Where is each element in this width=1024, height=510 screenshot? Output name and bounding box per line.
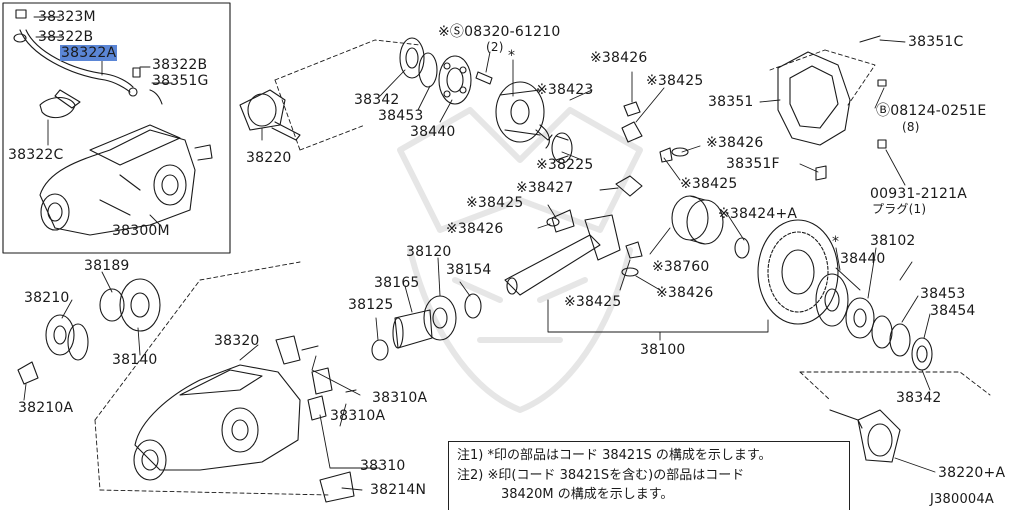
part-38426-b-label: ※38426 — [706, 135, 764, 151]
washer-38424 — [734, 237, 750, 259]
part-38310a-1-label: 38310A — [372, 390, 428, 406]
part-38220-label: 38220 — [246, 150, 292, 166]
part-38120-label: 38120 — [406, 244, 452, 260]
kit-marker-right: * — [832, 234, 840, 250]
part-38210a-label: 38210A — [18, 400, 74, 416]
part-38440-right-label: 38440 — [840, 251, 886, 267]
shims-right — [871, 315, 933, 371]
part-38214n-label: 38214N — [370, 482, 427, 498]
diff-case-top — [495, 81, 553, 149]
companion-flange — [17, 314, 89, 385]
notes-box: 注1) *印の部品はコード 38421S の構成を示します。 注2) ※印(コー… — [448, 441, 850, 510]
part-38425-c-label: ※38425 — [466, 195, 524, 211]
part-38425-b-label: ※38425 — [680, 176, 738, 192]
part-38427-label: ※38427 — [516, 180, 574, 196]
part-38225-label: ※38225 — [536, 157, 594, 173]
part-38423-label: ※38423 — [536, 82, 594, 98]
part-38453-top-label: 38453 — [378, 108, 424, 124]
part-38760-label: ※38760 — [652, 259, 710, 275]
differential-assembly-inset — [39, 124, 213, 236]
leader-lines-inset — [33, 16, 173, 226]
part-38310a-2-label: 38310A — [330, 408, 386, 424]
part-38342-right-label: 38342 — [896, 390, 942, 406]
part-38189-label: 38189 — [84, 258, 130, 274]
part-38154-label: 38154 — [446, 262, 492, 278]
plug-qty-label: プラグ(1) — [872, 202, 927, 216]
bolt-08320-label: ※Ⓢ08320-61210 — [438, 24, 561, 40]
part-38323m-label: 38323M — [38, 9, 96, 25]
bearing-38440-right — [845, 297, 875, 339]
plug-00931-label: 00931-2121A — [870, 186, 967, 202]
part-38453-right-label: 38453 — [920, 286, 966, 302]
kit-marker-top: * — [508, 48, 516, 64]
part-38425-a-label: ※38425 — [646, 73, 704, 89]
part-38310-label: 38310 — [360, 458, 406, 474]
breather-hose — [13, 9, 163, 105]
part-38210-label: 38210 — [24, 290, 70, 306]
bearing-caps — [275, 335, 357, 503]
part-38351c-label: 38351C — [908, 34, 964, 50]
diagram-id: J380004A — [930, 492, 994, 507]
part-38165-label: 38165 — [374, 275, 420, 291]
spacer-38165 — [392, 309, 433, 349]
oil-seal-38189 — [99, 278, 161, 332]
part-38322a-label[interactable]: 38322A — [60, 45, 118, 61]
part-38426-c-label: ※38426 — [446, 221, 504, 237]
part-38140-label: 38140 — [112, 352, 158, 368]
part-38440-top-label: 38440 — [410, 124, 456, 140]
part-38322b-top-label: 38322B — [38, 29, 94, 45]
leader-lines-main — [23, 39, 936, 491]
part-38300m-label: 38300M — [112, 223, 170, 239]
part-38426-d-label: ※38426 — [656, 285, 714, 301]
note-2-line-2: 38420M の構成を示します。 — [501, 487, 674, 502]
part-38351f-label: 38351F — [726, 156, 780, 172]
part-38426-a-label: ※38426 — [590, 50, 648, 66]
spacer-38760 — [671, 195, 724, 245]
seal-38154 — [464, 293, 482, 319]
side-gear-38423 — [551, 132, 573, 164]
watermark-emblem — [397, 107, 643, 413]
bearing-38440-top — [438, 55, 472, 105]
axle-shaft-38220 — [239, 89, 301, 141]
washer-38125 — [371, 339, 389, 361]
pinion-washers — [546, 101, 689, 277]
diff-case-right — [815, 273, 849, 327]
part-38351-label: 38351 — [708, 94, 754, 110]
part-38100-label: 38100 — [640, 342, 686, 358]
exploded-view-dashes — [94, 39, 991, 496]
bearing-38342-top — [399, 37, 425, 79]
note-2-line-1: 注2) ※印(コード 38421Sを含む)の部品はコード — [457, 468, 745, 483]
bolt-08320-qty: (2) — [486, 40, 504, 54]
bolt-08124-label: Ⓑ08124-0251E — [876, 103, 987, 119]
part-38424a-label: ※38424+A — [718, 206, 798, 222]
part-38351g-label: 38351G — [152, 73, 209, 89]
rear-cover-38351 — [777, 35, 887, 181]
part-38220a-label: 38220+A — [938, 465, 1006, 481]
part-38125-label: 38125 — [348, 297, 394, 313]
drive-pinion — [504, 214, 621, 296]
hose-clamp — [39, 89, 81, 119]
bolt-08124-qty: (8) — [902, 120, 920, 134]
note-1: 注1) *印の部品はコード 38421S の構成を示します。 — [457, 448, 772, 463]
part-38425-d-label: ※38425 — [564, 294, 622, 310]
axle-shaft-38220A — [829, 409, 901, 463]
part-38322b-label: 38322B — [152, 57, 208, 73]
part-38322c-label: 38322C — [8, 147, 64, 163]
part-38342-top-label: 38342 — [354, 92, 400, 108]
bolt-08320 — [475, 71, 493, 85]
carrier-housing-38320 — [133, 364, 301, 481]
inset-frame — [2, 2, 231, 254]
part-38454-label: 38454 — [930, 303, 976, 319]
ring-gear — [757, 219, 839, 325]
part-38320-label: 38320 — [214, 333, 260, 349]
shim-38453-top — [418, 52, 438, 88]
part-38102-label: 38102 — [870, 233, 916, 249]
